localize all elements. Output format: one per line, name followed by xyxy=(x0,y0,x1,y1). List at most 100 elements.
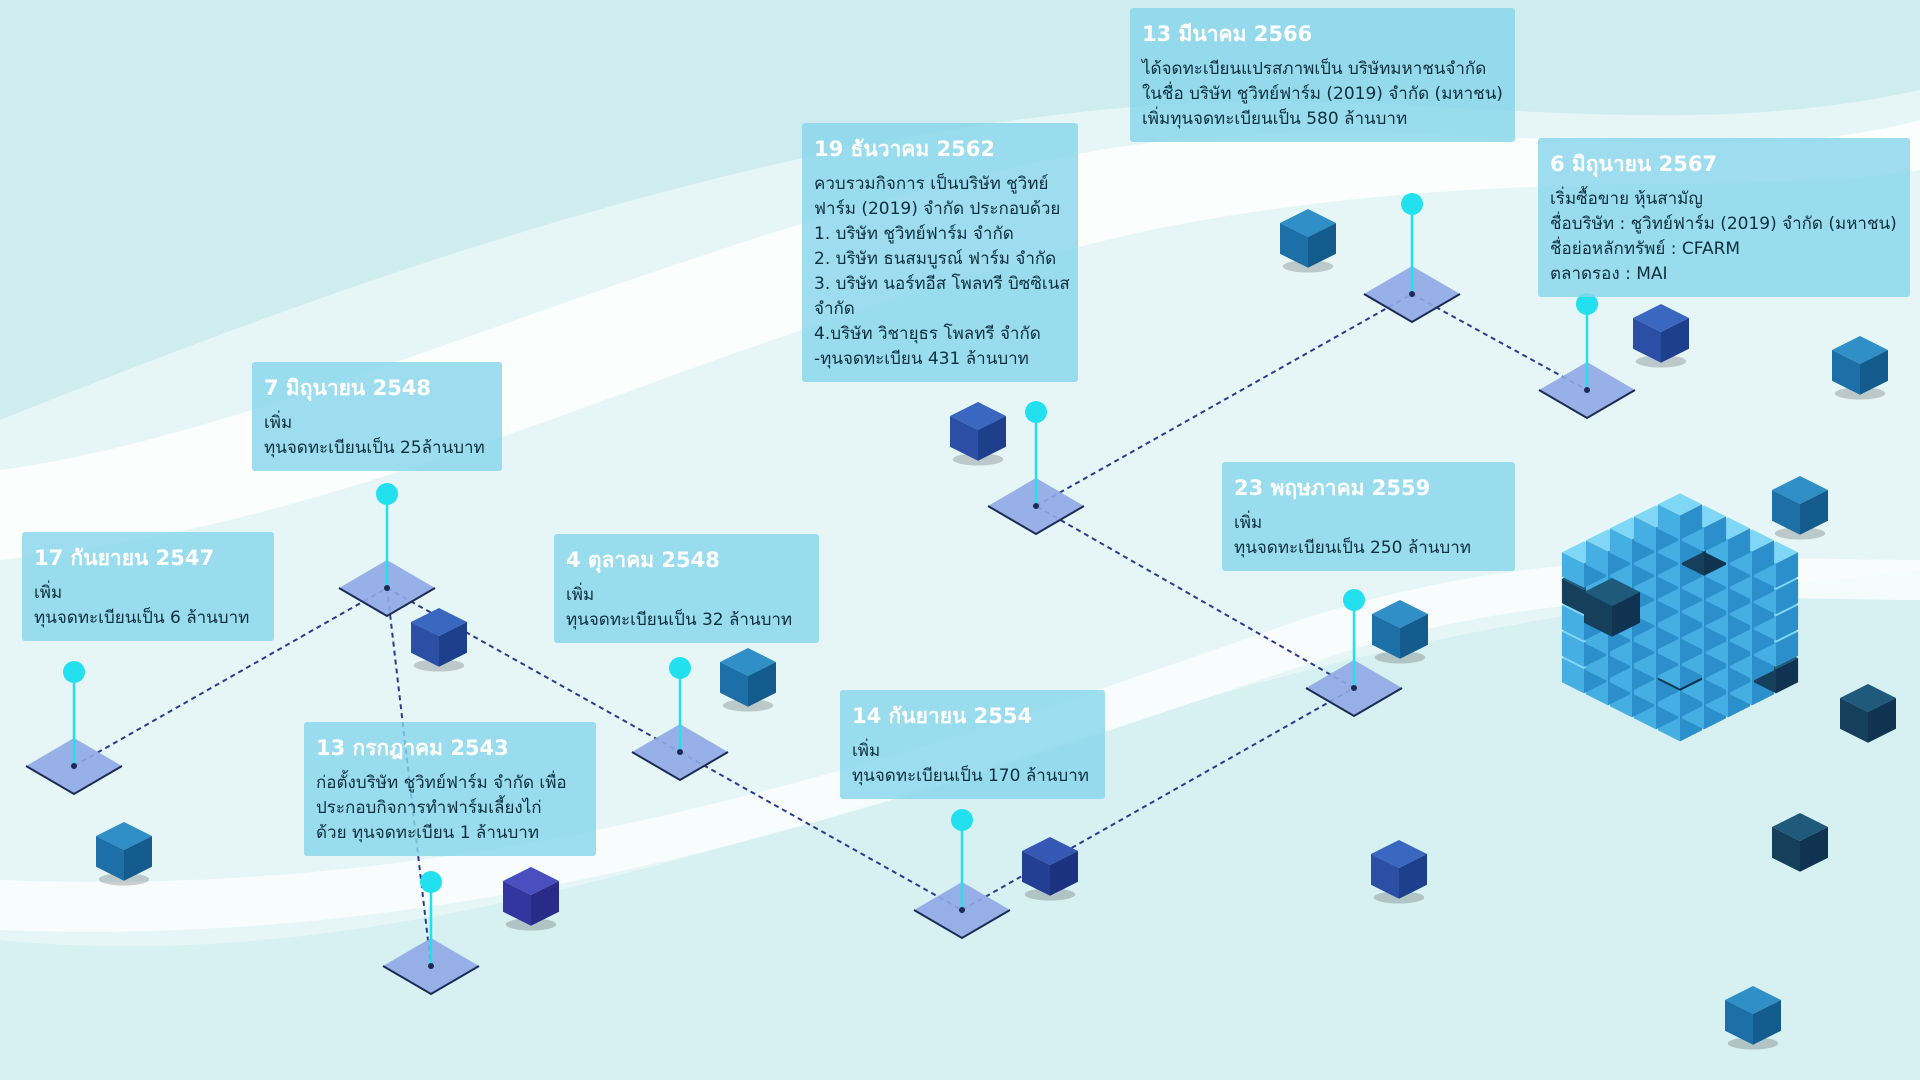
pin-head xyxy=(376,483,398,505)
cube-right xyxy=(1800,490,1828,535)
cube-left xyxy=(1633,318,1661,363)
milestone-line: ในชื่อ บริษัท ชูวิทย์ฟาร์ม (2019) จำกัด … xyxy=(1142,84,1503,104)
cube-left xyxy=(1561,578,1584,615)
pin-base xyxy=(1351,685,1357,691)
milestone-line: 4.บริษัท วิชายุธร โพลทรี จำกัด xyxy=(814,324,1041,344)
platform-edge xyxy=(382,965,480,996)
cube-left xyxy=(1371,854,1399,899)
large-cube-cluster xyxy=(1561,493,1896,872)
cube-layer xyxy=(96,209,1888,1050)
cube-right xyxy=(1612,592,1640,637)
milestone-line: ทุนจดทะเบียนเป็น 250 ล้านบาท xyxy=(1234,538,1471,558)
milestone-card-2554: 14 กันยายน 2554 เพิ่ม ทุนจดทะเบียนเป็น 1… xyxy=(840,690,1105,799)
cube-right xyxy=(1776,552,1799,588)
cube-left xyxy=(1022,851,1050,896)
cube-right xyxy=(1400,614,1428,659)
cube-right xyxy=(1860,350,1888,395)
pin-head xyxy=(1343,589,1365,611)
cube-right xyxy=(1680,504,1703,540)
milestone-date: 17 กันยายน 2547 xyxy=(34,546,215,570)
cube-left xyxy=(411,622,439,667)
cube-right xyxy=(1308,223,1336,268)
pin-base xyxy=(384,585,390,591)
milestone-line: ทุนจดทะเบียนเป็น 6 ล้านบาท xyxy=(34,608,250,628)
milestone-line: ควบรวมกิจการ เป็นบริษัท ชูวิทย์ xyxy=(814,174,1049,194)
milestone-date: 7 มิถุนายน 2548 xyxy=(264,376,432,400)
pin-base xyxy=(1409,291,1415,297)
cube-right xyxy=(439,622,467,667)
cube-left xyxy=(96,836,124,881)
cube-left xyxy=(1280,223,1308,268)
milestone-line: จำกัด xyxy=(814,299,855,319)
milestone-date: 13 กรกฎาคม 2543 xyxy=(316,736,509,760)
milestone-line: ชื่อย่อหลักทรัพย์ : CFARM xyxy=(1550,239,1741,259)
cube-left xyxy=(1633,516,1656,552)
milestone-line: ได้จดทะเบียนแปรสภาพเป็น บริษัทมหาชนจำกัด xyxy=(1142,59,1487,79)
milestone-card-2548b: 4 ตุลาคม 2548 เพิ่ม ทุนจดทะเบียนเป็น 32 … xyxy=(554,534,819,643)
pin-head xyxy=(63,661,85,683)
cube-left xyxy=(1561,552,1584,588)
platform-edge xyxy=(913,909,1011,940)
milestone-date: 6 มิถุนายน 2567 xyxy=(1550,152,1718,176)
cube-right xyxy=(531,881,559,926)
cube-right xyxy=(124,836,152,881)
milestone-line: เพิ่ม xyxy=(566,585,595,605)
dashed-connector xyxy=(73,587,388,767)
pin-head xyxy=(669,657,691,679)
cube-right xyxy=(1776,658,1799,694)
dashed-connector xyxy=(1411,293,1588,391)
pin-base xyxy=(677,749,683,755)
milestone-line: เพิ่ม xyxy=(264,413,293,433)
cube-right xyxy=(1868,698,1896,743)
milestone-date: 13 มีนาคม 2566 xyxy=(1142,22,1313,46)
milestone-date: 19 ธันวาคม 2562 xyxy=(814,137,995,161)
cube-right xyxy=(1399,854,1427,899)
pin-head xyxy=(1576,293,1598,315)
cube-left xyxy=(1725,1000,1753,1045)
cube-left xyxy=(1832,350,1860,395)
milestone-date: 14 กันยายน 2554 xyxy=(852,704,1033,728)
dashed-connector xyxy=(1035,505,1355,689)
milestone-line: ตลาดรอง : MAI xyxy=(1550,264,1668,284)
cube-right xyxy=(1776,631,1799,667)
platform-edge xyxy=(631,751,729,782)
pin-head xyxy=(1025,401,1047,423)
milestone-line: ทุนจดทะเบียนเป็น 25ล้านบาท xyxy=(264,438,485,458)
cube-right xyxy=(1704,516,1727,552)
cube-right xyxy=(1800,827,1828,872)
cube-right xyxy=(1776,605,1799,641)
pin-head xyxy=(951,809,973,831)
milestone-card-2548a: 7 มิถุนายน 2548 เพิ่ม ทุนจดทะเบียนเป็น 2… xyxy=(252,362,502,471)
platform-layer xyxy=(25,193,1636,996)
milestone-line: ทุนจดทะเบียนเป็น 32 ล้านบาท xyxy=(566,610,793,630)
cube-left xyxy=(1561,631,1584,667)
cube-left xyxy=(720,662,748,707)
pin-base xyxy=(428,963,434,969)
cube-right xyxy=(1752,540,1775,576)
platform-edge xyxy=(25,765,123,796)
milestone-line: ประกอบกิจการทำฟาร์มเลี้ยงไก่ xyxy=(316,798,542,818)
platform-edge xyxy=(1363,293,1461,324)
milestone-card-2567: 6 มิถุนายน 2567 เริ่มซื้อขาย หุ้นสามัญ ช… xyxy=(1538,138,1910,297)
milestone-line: -ทุนจดทะเบียน 431 ล้านบาท xyxy=(814,349,1029,369)
pin-base xyxy=(1033,503,1039,509)
cube-left xyxy=(1585,540,1608,576)
platform-edge xyxy=(1538,389,1636,420)
cube-left xyxy=(1772,490,1800,535)
milestone-card-2559: 23 พฤษภาคม 2559 เพิ่ม ทุนจดทะเบียนเป็น 2… xyxy=(1222,462,1515,571)
milestone-card-2543: 13 กรกฎาคม 2543 ก่อตั้งบริษัท ชูวิทย์ฟาร… xyxy=(304,722,596,856)
milestone-line: เพิ่มทุนจดทะเบียนเป็น 580 ล้านบาท xyxy=(1142,109,1408,129)
milestone-line: ชื่อบริษัท : ชูวิทย์ฟาร์ม (2019) จำกัด (… xyxy=(1550,214,1897,234)
platform-edge xyxy=(1305,687,1403,718)
cube-left xyxy=(1772,827,1800,872)
cube-left xyxy=(503,881,531,926)
pin-head xyxy=(420,871,442,893)
milestone-date: 23 พฤษภาคม 2559 xyxy=(1234,476,1431,500)
pin-base xyxy=(71,763,77,769)
milestone-card-2566: 13 มีนาคม 2566 ได้จดทะเบียนแปรสภาพเป็น บ… xyxy=(1130,8,1515,142)
milestone-line: เพิ่ม xyxy=(1234,513,1263,533)
cube-right xyxy=(1753,1000,1781,1045)
cube-right xyxy=(1728,528,1751,564)
milestone-line: เริ่มซื้อขาย หุ้นสามัญ xyxy=(1550,189,1703,209)
